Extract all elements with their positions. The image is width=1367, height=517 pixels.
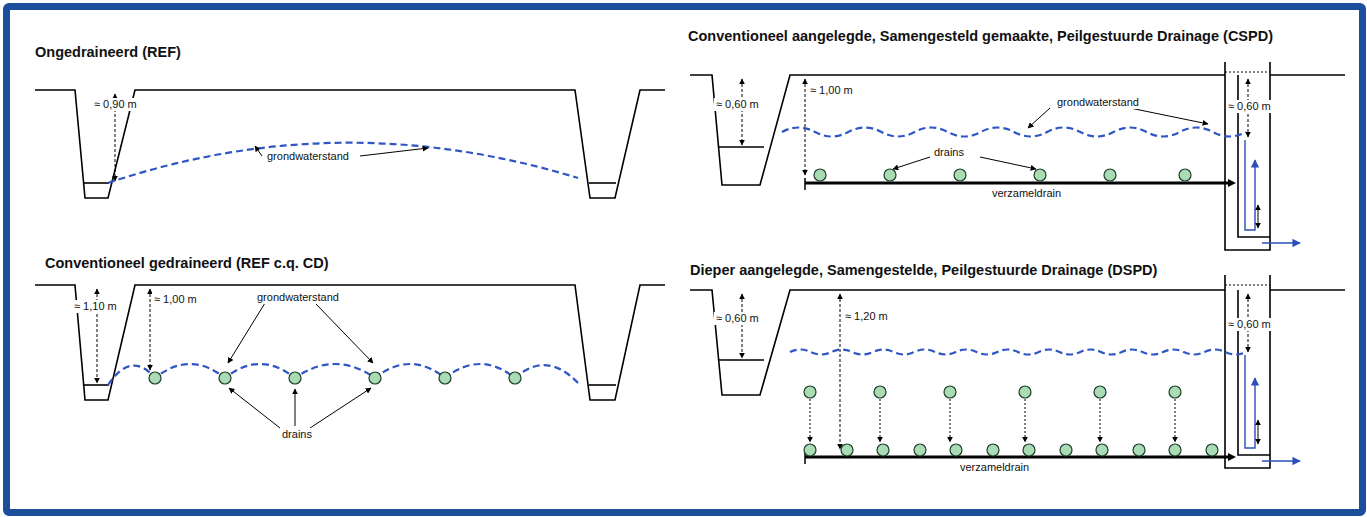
drain-pipe [1133, 444, 1145, 456]
drop-arrow [1025, 399, 1026, 442]
drain-pipe [1094, 386, 1106, 398]
drain-pipe [1023, 444, 1035, 456]
panel-title: Conventioneel gedraineerd (REF c.q. CD) [45, 255, 329, 272]
drain-pipe [1096, 444, 1108, 456]
callout-label: drains [932, 146, 966, 159]
drain-pipe [219, 372, 231, 384]
part-label: verzameldrain [958, 461, 1031, 474]
drain-pipe [841, 444, 853, 456]
panel-title: Conventioneel aangelegde, Samengesteld g… [688, 28, 1273, 45]
drop-arrow [950, 399, 951, 442]
drain-pipe [914, 444, 926, 456]
dimension-label: ≈ 0,60 m [1226, 318, 1273, 331]
panel-title: Ongedraineerd (REF) [35, 44, 181, 61]
drain-pipe [1179, 169, 1191, 181]
callout-label: grondwaterstand [1055, 96, 1141, 109]
drain-pipe [509, 372, 521, 384]
dimension-label: ≈ 0,90 m [92, 98, 139, 111]
drop-arrow [880, 399, 881, 442]
drain-pipe [289, 372, 301, 384]
callout-label: drains [280, 428, 314, 441]
drain-pipe [149, 372, 161, 384]
drain-pipe [1206, 444, 1218, 456]
dimension-label: ≈ 1,10 m [72, 300, 119, 313]
dimension-label: ≈ 1,20 m [843, 310, 890, 323]
dimension-label: ≈ 0,60 m [1226, 100, 1273, 113]
drain-pipe [950, 444, 962, 456]
drain-pipe [814, 169, 826, 181]
drain-pipe [369, 372, 381, 384]
dimension-label: ≈ 1,00 m [808, 84, 855, 97]
drain-pipe [944, 386, 956, 398]
drain-pipe [877, 444, 889, 456]
drain-pipe [439, 372, 451, 384]
drain-pipe [1169, 444, 1181, 456]
drain-pipe [874, 386, 886, 398]
drain-pipe [804, 386, 816, 398]
drain-pipe [1060, 444, 1072, 456]
drain-pipe [1169, 386, 1181, 398]
callout-label: grondwaterstand [255, 291, 341, 304]
drain-pipe [954, 169, 966, 181]
dimension-label: ≈ 0,60 m [714, 312, 761, 325]
drain-pipe [1104, 169, 1116, 181]
panel-title: Dieper aangelegde, Samengestelde, Peilge… [690, 262, 1157, 279]
drain-pipe [884, 169, 896, 181]
drain-pipe [1034, 169, 1046, 181]
drain-pipe [987, 444, 999, 456]
drop-arrow [1100, 399, 1101, 442]
drop-arrow [1175, 399, 1176, 442]
drain-pipe [804, 444, 816, 456]
dimension-label: ≈ 1,00 m [152, 293, 199, 306]
dimension-label: ≈ 0,60 m [714, 98, 761, 111]
drop-arrow [810, 399, 811, 442]
drain-pipe [1019, 386, 1031, 398]
part-label: verzameldrain [990, 187, 1063, 200]
callout-label: grondwaterstand [265, 150, 351, 163]
